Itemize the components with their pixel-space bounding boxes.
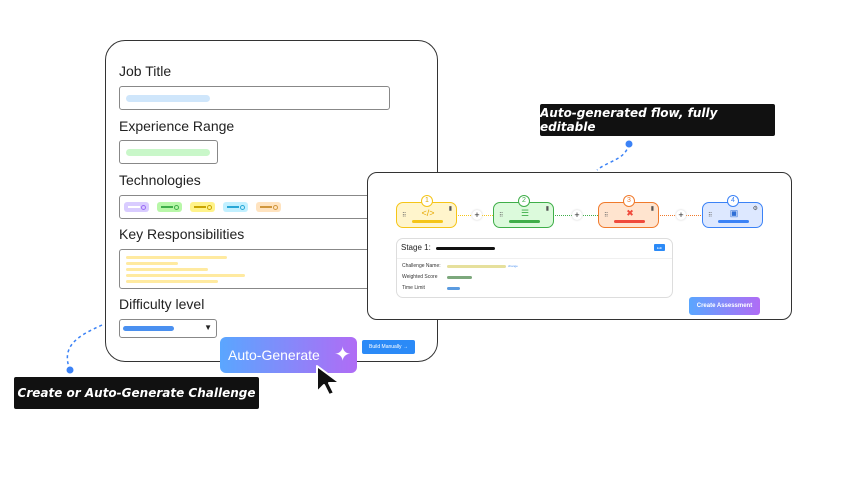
stage-title: Stage 1: [401, 243, 431, 252]
flow-callout: Auto-generated flow, fully editable [540, 104, 775, 136]
drag-handle-icon[interactable]: ⠿ [708, 213, 713, 219]
tech-chip[interactable] [157, 202, 182, 212]
flow-node-2[interactable]: 2 ⠿▮ ☰ [493, 195, 554, 228]
cursor-icon [316, 365, 341, 396]
difficulty-label: Difficulty level [119, 296, 205, 312]
add-stage-button[interactable]: + [472, 210, 482, 220]
responsibilities-label: Key Responsibilities [119, 226, 245, 242]
dropdown-arrow-icon: ▼ [204, 323, 212, 332]
flow-node-4[interactable]: 4 ⠿⚙ ▣ [702, 195, 763, 228]
challenge-form-card: Job Title Experience Range Technologies … [105, 40, 438, 362]
sparkle-icon: ✦ [334, 344, 351, 366]
build-manually-button[interactable]: Build Manually → [362, 340, 415, 354]
database-icon: ☰ [520, 208, 530, 218]
delete-icon[interactable]: ▮ [448, 206, 452, 212]
tech-chip[interactable] [223, 202, 248, 212]
add-stage-button[interactable]: + [676, 210, 686, 220]
experience-label: Experience Range [119, 118, 235, 134]
edit-button[interactable]: Edit [653, 244, 665, 251]
responsibilities-textarea[interactable] [119, 249, 379, 289]
stage-details-card: Stage 1: Edit Challenge Name: change Wei… [396, 238, 673, 298]
monitor-icon: ▣ [729, 208, 739, 218]
create-callout: Create or Auto-Generate Challenge [14, 377, 259, 409]
drag-handle-icon[interactable]: ⠿ [499, 213, 504, 219]
settings-icon[interactable]: ⚙ [752, 206, 758, 212]
drag-handle-icon[interactable]: ⠿ [402, 213, 407, 219]
job-title-label: Job Title [119, 63, 172, 79]
change-link[interactable]: change [508, 264, 518, 268]
flow-node-1[interactable]: 1 ⠿▮ </> [396, 195, 457, 228]
difficulty-select[interactable]: ▼ [119, 319, 217, 338]
delete-icon[interactable]: ▮ [650, 206, 654, 212]
create-assessment-button[interactable]: Create Assessment [689, 297, 760, 315]
flow-node-3[interactable]: 3 ⠿▮ ✖ [598, 195, 659, 228]
tech-chip[interactable] [256, 202, 281, 212]
auto-generate-button[interactable]: Auto-Generate ✦ [220, 337, 357, 373]
tech-chip[interactable] [190, 202, 215, 212]
experience-input[interactable] [119, 140, 218, 164]
technologies-input[interactable] [119, 195, 379, 219]
drag-handle-icon[interactable]: ⠿ [604, 213, 609, 219]
delete-icon[interactable]: ▮ [545, 206, 549, 212]
bug-icon: ✖ [626, 208, 634, 218]
technologies-label: Technologies [119, 172, 201, 188]
code-icon: </> [421, 208, 435, 218]
auto-generate-label: Auto-Generate [228, 347, 320, 363]
add-stage-button[interactable]: + [572, 210, 582, 220]
job-title-input[interactable] [119, 86, 390, 110]
tech-chip[interactable] [124, 202, 149, 212]
assessment-flow-panel: 1 ⠿▮ </> + 2 ⠿▮ ☰ + 3 ⠿▮ ✖ + 4 ⠿⚙ ▣ Stag… [367, 172, 792, 320]
